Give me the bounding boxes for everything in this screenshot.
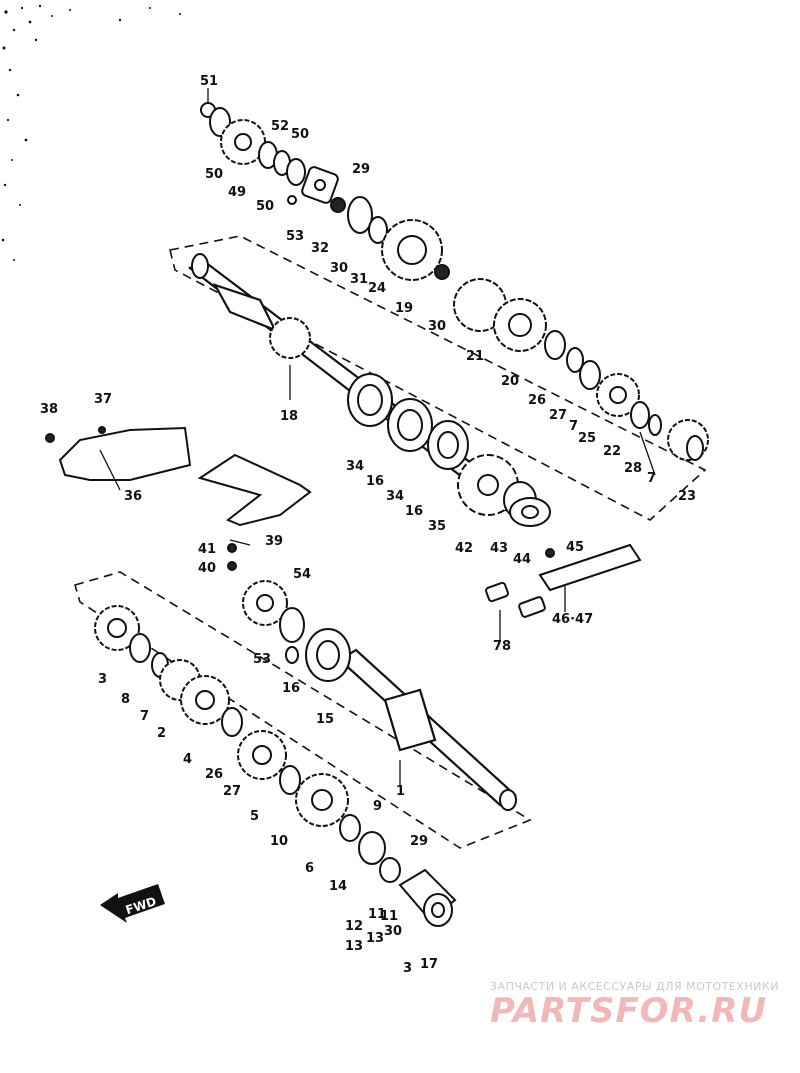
label-30: 30: [384, 924, 402, 939]
fwd-arrow: FWD: [100, 884, 165, 923]
label-13: 13: [345, 939, 363, 954]
label-20: 20: [501, 374, 519, 389]
label-6: 6: [305, 861, 314, 876]
label-12: 12: [345, 919, 363, 934]
label-37: 37: [94, 392, 112, 407]
label-46-47: 46·47: [552, 612, 593, 627]
label-40: 40: [198, 561, 216, 576]
label-51: 51: [200, 74, 218, 89]
label-30: 30: [428, 319, 446, 334]
label-29: 29: [410, 834, 428, 849]
label-22: 22: [603, 444, 621, 459]
label-34: 34: [386, 489, 404, 504]
watermark: ЗАПЧАСТИ И АКСЕССУАРЫ ДЛЯ МОТОТЕХНИКИ PA…: [490, 980, 779, 1031]
label-3: 3: [98, 672, 107, 687]
label-25: 25: [578, 431, 596, 446]
label-34: 34: [346, 459, 364, 474]
label-7: 7: [140, 709, 149, 724]
label-35: 35: [428, 519, 446, 534]
upper-shaft-boundary: [169, 235, 707, 521]
label-42: 42: [455, 541, 473, 556]
label-50: 50: [291, 127, 309, 142]
label-24: 24: [368, 281, 386, 296]
label-53: 53: [253, 652, 271, 667]
label-26: 26: [528, 393, 546, 408]
watermark-brand: PARTSFOR.RU: [490, 991, 767, 1031]
label-32: 32: [311, 241, 329, 256]
label-9: 9: [373, 799, 382, 814]
label-52: 52: [271, 119, 289, 134]
label-39: 39: [265, 534, 283, 549]
label-78: 78: [493, 639, 511, 654]
label-27: 27: [223, 784, 241, 799]
label-43: 43: [490, 541, 508, 556]
label-23: 23: [678, 489, 696, 504]
label-13: 13: [366, 931, 384, 946]
label-15: 15: [316, 712, 334, 727]
lower-shaft-boundary: [74, 571, 532, 849]
label-30: 30: [330, 261, 348, 276]
upper-gears: [200, 102, 709, 527]
label-29: 29: [352, 162, 370, 177]
label-26: 26: [205, 767, 223, 782]
label-7: 7: [569, 419, 578, 434]
label-21: 21: [466, 349, 484, 364]
label-53: 53: [286, 229, 304, 244]
lower-gears: [94, 580, 457, 927]
cover-brackets: [45, 426, 312, 571]
drive-chain: [485, 543, 642, 618]
label-54: 54: [293, 567, 311, 582]
leader-lines: [99, 88, 656, 785]
label-2: 2: [157, 726, 166, 741]
label-27: 27: [549, 408, 567, 423]
label-19: 19: [395, 301, 413, 316]
label-38: 38: [40, 402, 58, 417]
part-labels: 51 50 49 52 50 50 53 32 29 30 31 24 19 3…: [40, 74, 696, 976]
label-17: 17: [420, 957, 438, 972]
label-7: 7: [647, 471, 656, 486]
label-31: 31: [350, 272, 368, 287]
label-11: 11: [380, 909, 398, 924]
label-28: 28: [624, 461, 642, 476]
label-41: 41: [198, 542, 216, 557]
label-14: 14: [329, 879, 347, 894]
label-16: 16: [405, 504, 423, 519]
label-5: 5: [250, 809, 259, 824]
label-36: 36: [124, 489, 142, 504]
label-45: 45: [566, 540, 584, 555]
label-11: 11: [368, 907, 386, 922]
label-44: 44: [513, 552, 531, 567]
label-50: 50: [256, 199, 274, 214]
label-8: 8: [121, 692, 130, 707]
label-16: 16: [282, 681, 300, 696]
label-18: 18: [280, 409, 298, 424]
scan-noise: [1, 4, 181, 261]
label-16: 16: [366, 474, 384, 489]
label-49: 49: [228, 185, 246, 200]
label-4: 4: [183, 752, 192, 767]
label-3: 3: [403, 961, 412, 976]
mainshaft: [338, 648, 517, 811]
label-50: 50: [205, 167, 223, 182]
label-1: 1: [396, 784, 405, 799]
label-10: 10: [270, 834, 288, 849]
watermark-subtitle: ЗАПЧАСТИ И АКСЕССУАРЫ ДЛЯ МОТОТЕХНИКИ: [490, 980, 779, 993]
